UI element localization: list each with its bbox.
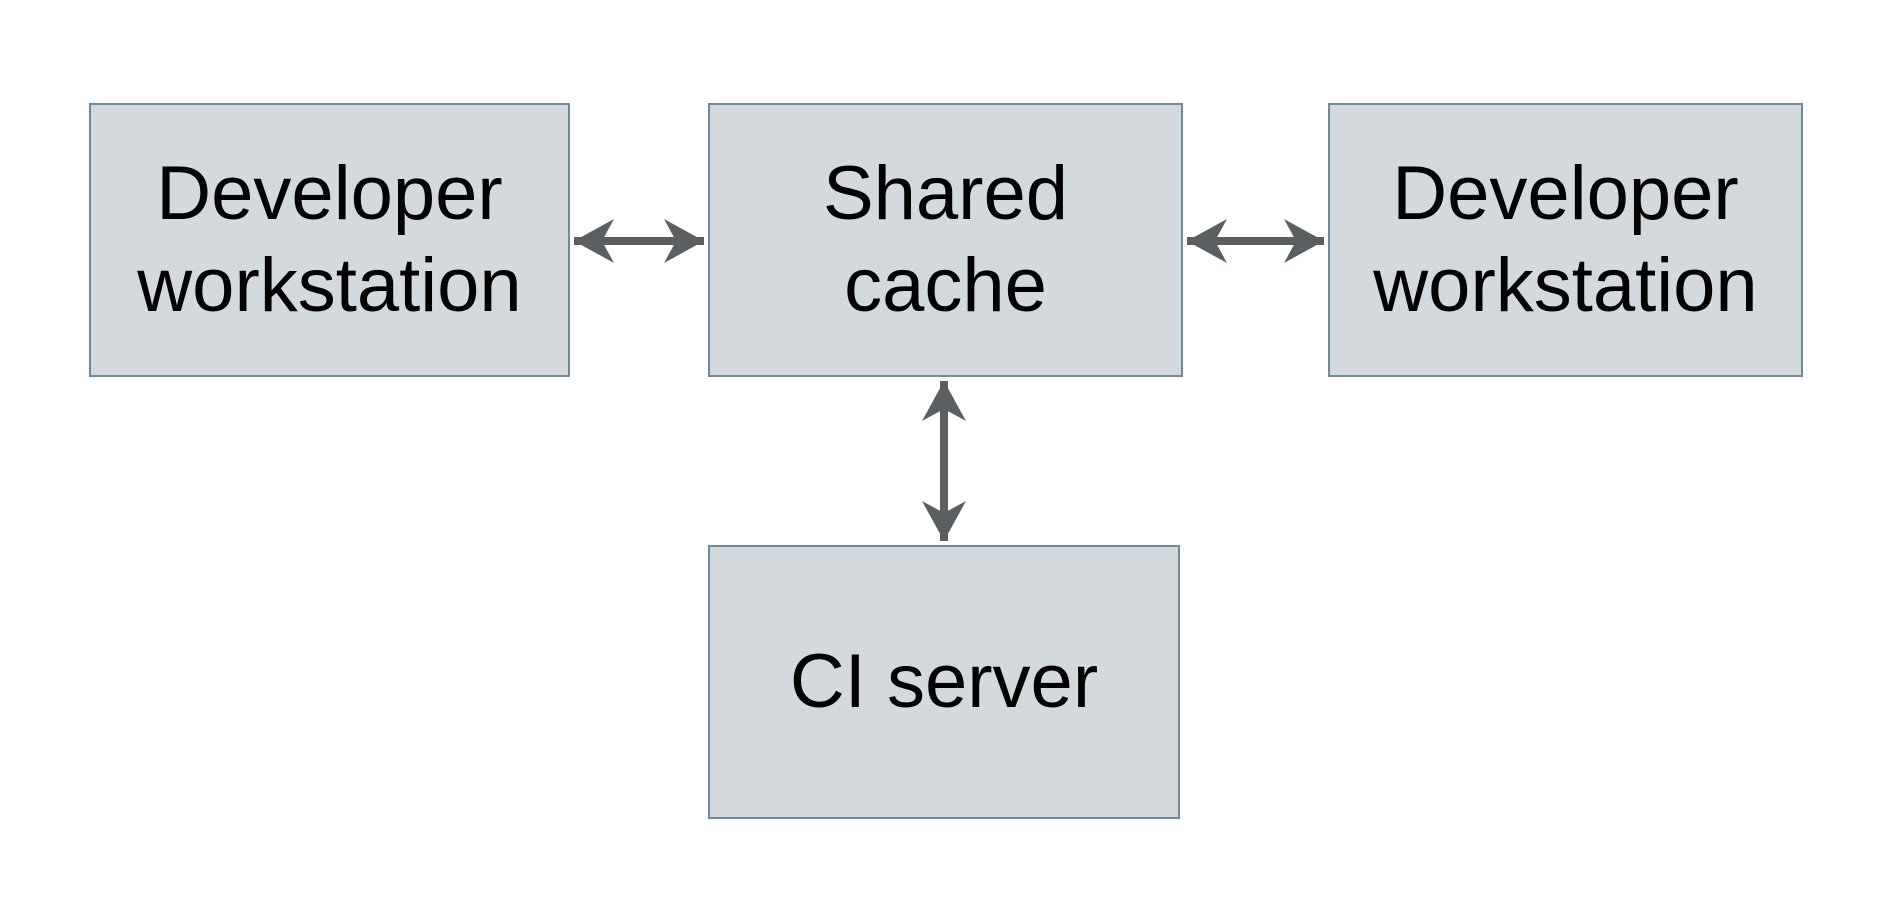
node-label: Developer workstation xyxy=(137,151,522,328)
node-label: Developer workstation xyxy=(1373,151,1758,328)
node-label: Shared cache xyxy=(822,151,1069,328)
node-ci-server: CI server xyxy=(708,545,1180,819)
node-label: CI server xyxy=(789,639,1099,725)
node-shared-cache: Shared cache xyxy=(708,103,1183,377)
node-developer-workstation-right: Developer workstation xyxy=(1328,103,1803,377)
node-developer-workstation-left: Developer workstation xyxy=(89,103,570,377)
